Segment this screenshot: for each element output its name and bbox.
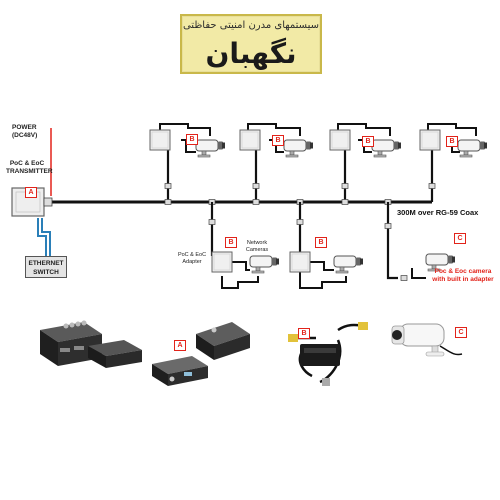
tag-c-1: C <box>454 233 466 244</box>
logo-title: نگهبان <box>205 37 297 70</box>
coax-label: 300M over RG-59 Coax <box>397 208 479 217</box>
product-adapter-a2 <box>196 322 250 360</box>
product-camera-c <box>391 323 463 357</box>
tag-b-2: B <box>272 135 284 146</box>
ethernet-cable <box>41 218 51 257</box>
tag-b-4: B <box>446 136 458 147</box>
product-transmitter-unit <box>40 320 142 368</box>
bottom-branch-2 <box>289 202 364 289</box>
tag-b-product: B <box>298 328 310 339</box>
power-label: POWER(DC48V) <box>12 124 38 139</box>
tag-c-product: C <box>455 327 467 338</box>
tag-a-transmitter: A <box>25 187 37 198</box>
product-adapter-a <box>152 356 208 386</box>
tag-a-product: A <box>174 340 186 351</box>
tag-b-3: B <box>362 136 374 147</box>
company-logo: سیستمهای مدرن امنیتی حفاظتی نگهبان <box>180 14 322 74</box>
logo-subtitle: سیستمهای مدرن امنیتی حفاظتی <box>182 20 320 31</box>
top-branch-1 <box>149 123 226 202</box>
bottom-branch-3 <box>384 202 456 281</box>
tag-b-1: B <box>186 134 198 145</box>
bottom-branch-1 <box>208 202 280 289</box>
tag-b-6: B <box>315 237 327 248</box>
tag-b-5: B <box>225 237 237 248</box>
